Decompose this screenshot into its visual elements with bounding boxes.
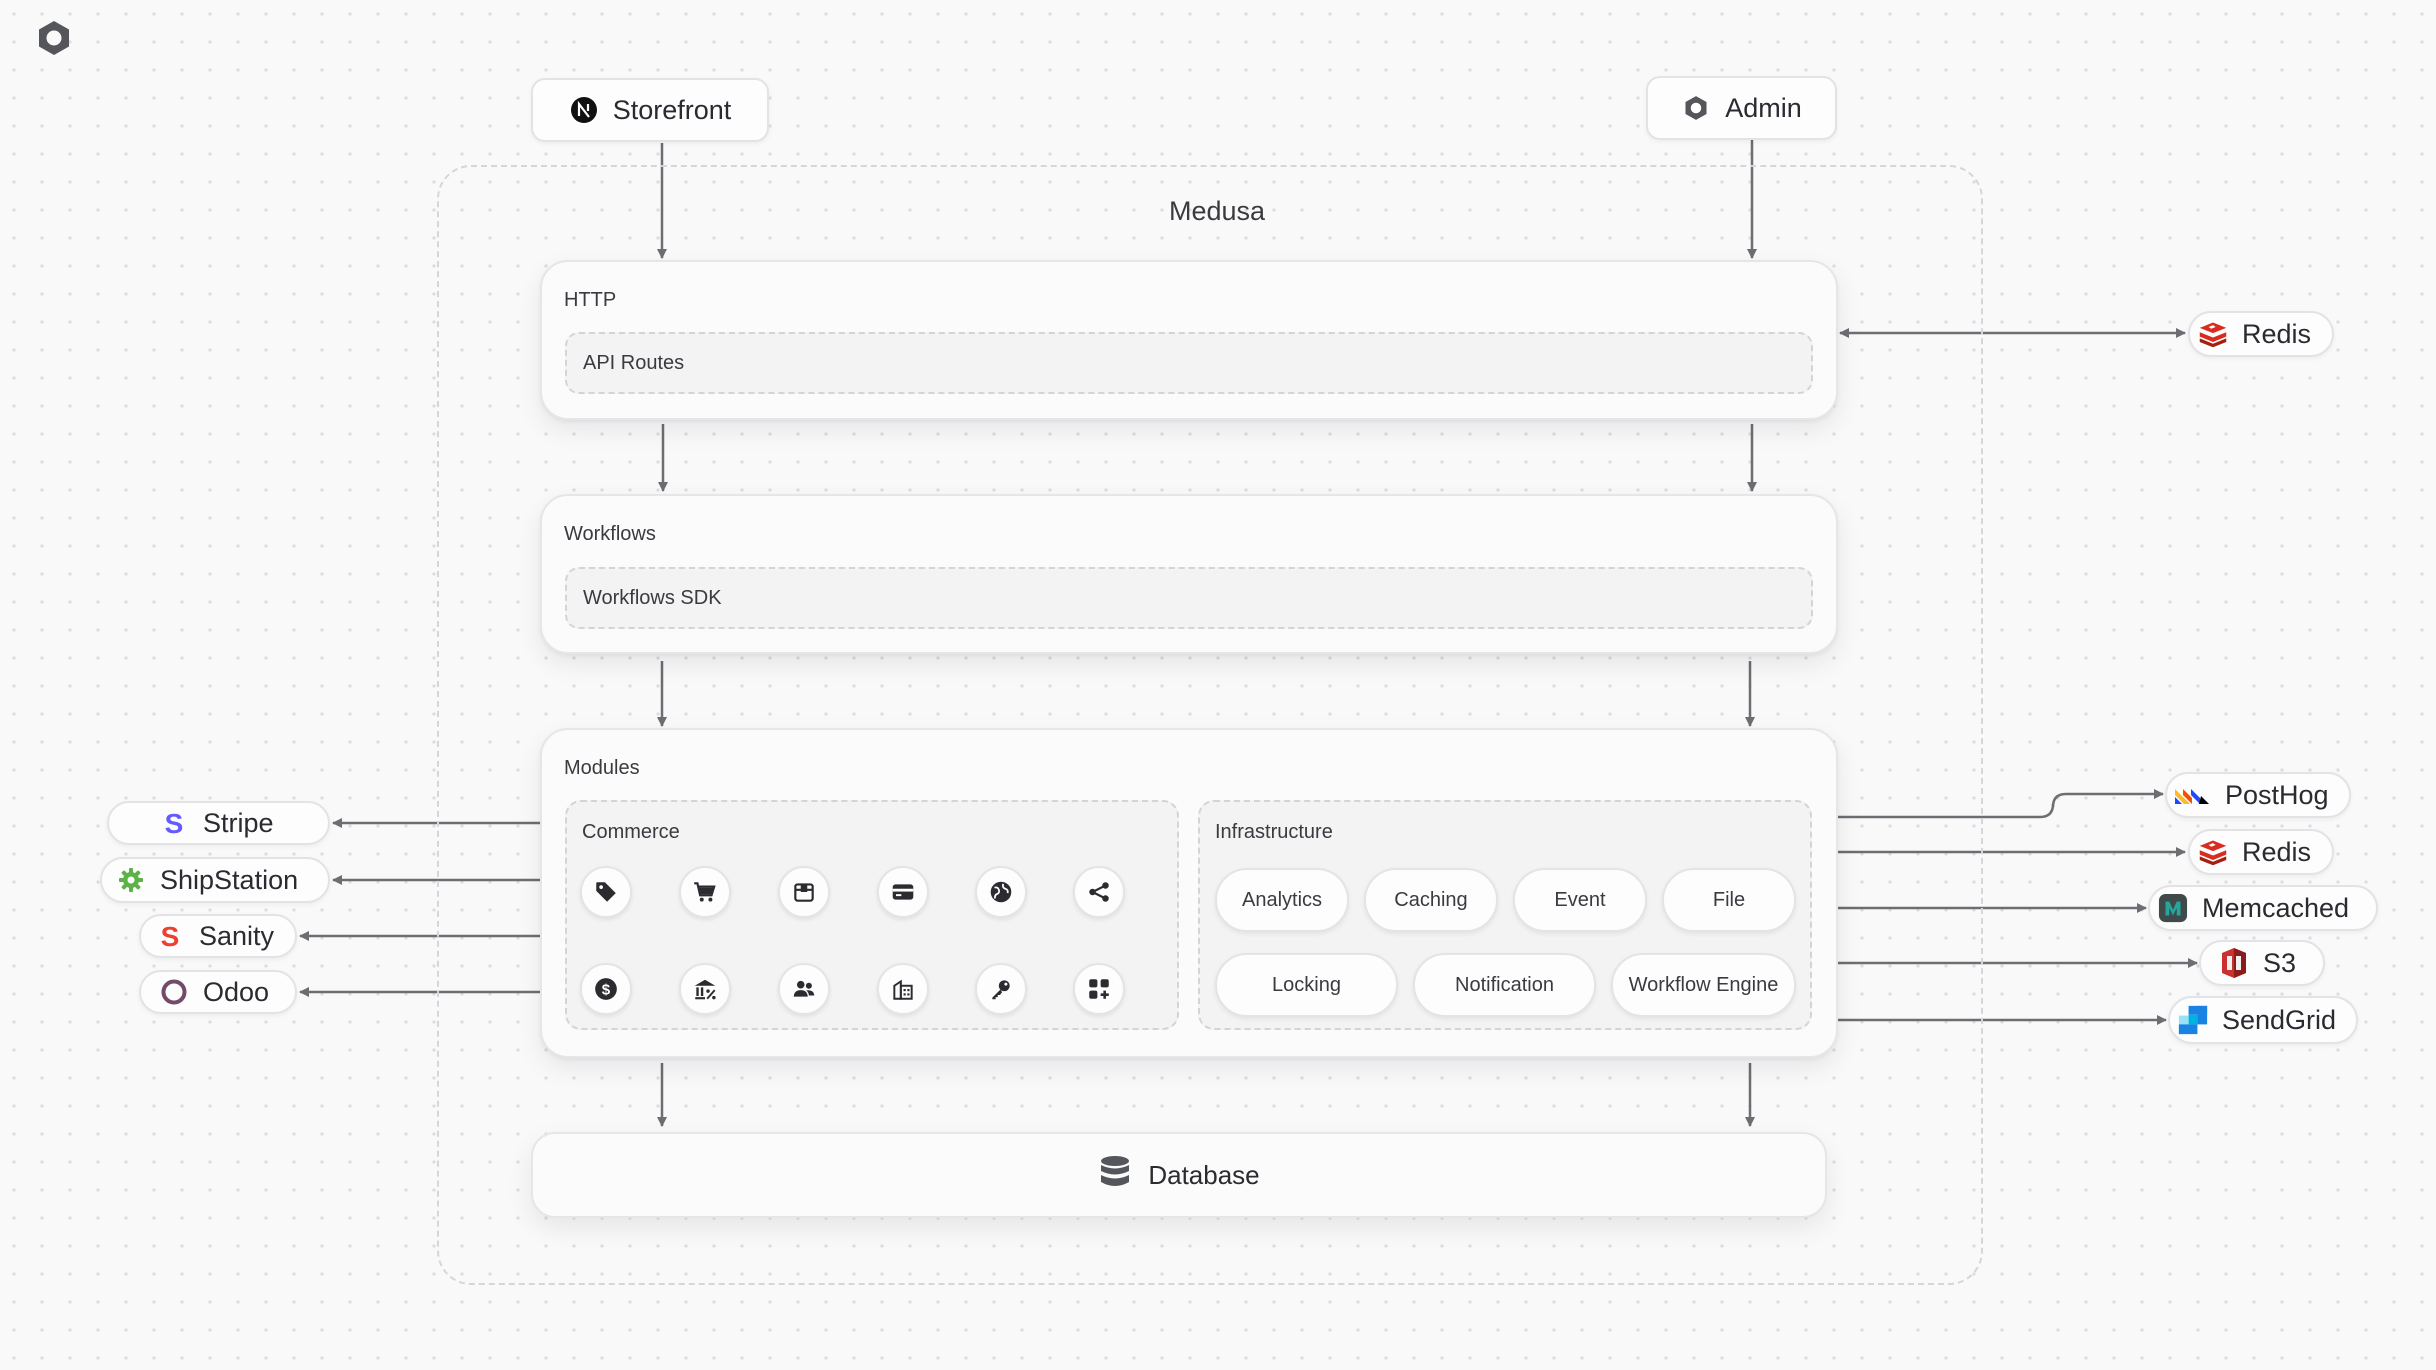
sendgrid-icon xyxy=(2178,1005,2208,1035)
http-layer-title: HTTP xyxy=(564,289,617,311)
infra-analytics-chip[interactable]: Analytics xyxy=(1215,868,1349,932)
commerce-group-title: Commerce xyxy=(582,821,680,843)
box-icon[interactable] xyxy=(778,866,830,918)
medusa-boundary xyxy=(437,165,1983,1285)
medusa-icon xyxy=(1681,93,1711,123)
cart-icon[interactable] xyxy=(679,866,731,918)
infra-caching-chip[interactable]: Caching xyxy=(1364,868,1498,932)
stripe-icon: S xyxy=(159,808,189,838)
credit-card-icon[interactable] xyxy=(877,866,929,918)
shipstation-icon xyxy=(116,865,146,895)
admin-client[interactable]: Admin xyxy=(1646,76,1837,140)
redis-http-integration[interactable]: Redis xyxy=(2188,311,2334,357)
s3-icon xyxy=(2219,948,2249,978)
workflows-layer-title: Workflows xyxy=(564,523,656,545)
odoo-icon xyxy=(159,977,189,1007)
sendgrid-label: SendGrid xyxy=(2222,1004,2337,1035)
modules-layer-title: Modules xyxy=(564,757,640,779)
storefront-client[interactable]: Storefront xyxy=(531,78,769,142)
sanity-label: Sanity xyxy=(199,920,275,951)
database-layer[interactable]: Database xyxy=(531,1132,1827,1218)
infra-file-chip[interactable]: File xyxy=(1662,868,1796,932)
sendgrid-integration[interactable]: SendGrid xyxy=(2168,996,2358,1044)
posthog-icon xyxy=(2173,780,2211,810)
shipstation-integration[interactable]: ShipStation xyxy=(100,857,330,903)
s3-label: S3 xyxy=(2263,947,2297,978)
database-label: Database xyxy=(1148,1159,1260,1190)
infra-locking-chip[interactable]: Locking xyxy=(1215,953,1398,1017)
dollar-coin-icon[interactable]: $ xyxy=(580,963,632,1015)
posthog-label: PostHog xyxy=(2225,779,2329,810)
odoo-integration[interactable]: Odoo xyxy=(139,970,297,1014)
s3-integration[interactable]: S3 xyxy=(2199,940,2325,986)
odoo-label: Odoo xyxy=(203,976,270,1007)
users-icon[interactable] xyxy=(778,963,830,1015)
memcached-integration[interactable]: Memcached xyxy=(2148,885,2378,931)
infra-notification-chip[interactable]: Notification xyxy=(1413,953,1596,1017)
stripe-integration[interactable]: S Stripe xyxy=(107,801,330,845)
redis-modules-integration[interactable]: Redis xyxy=(2188,829,2334,875)
memcached-label: Memcached xyxy=(2202,892,2350,923)
redis-icon xyxy=(2198,837,2228,867)
globe-icon[interactable] xyxy=(975,866,1027,918)
svg-text:$: $ xyxy=(602,981,611,998)
admin-label: Admin xyxy=(1725,92,1802,123)
infra-workflow-engine-chip[interactable]: Workflow Engine xyxy=(1611,953,1796,1017)
posthog-integration[interactable]: PostHog xyxy=(2165,772,2351,818)
stripe-label: Stripe xyxy=(203,807,274,838)
tag-icon[interactable] xyxy=(580,866,632,918)
api-routes[interactable]: API Routes xyxy=(565,332,1813,394)
key-icon[interactable] xyxy=(975,963,1027,1015)
infra-event-chip[interactable]: Event xyxy=(1513,868,1647,932)
medusa-title: Medusa xyxy=(1168,196,1266,226)
memcached-icon xyxy=(2158,893,2188,923)
squares-plus-icon[interactable] xyxy=(1073,963,1125,1015)
sanity-icon: S xyxy=(155,921,185,951)
building-icon[interactable] xyxy=(877,963,929,1015)
medusa-logo-icon[interactable] xyxy=(34,18,74,58)
redis-modules-label: Redis xyxy=(2242,836,2312,867)
storefront-label: Storefront xyxy=(612,94,732,125)
redis-icon xyxy=(2198,319,2228,349)
svg-text:S: S xyxy=(165,809,184,837)
redis-http-label: Redis xyxy=(2242,318,2312,349)
database-icon xyxy=(1098,1154,1132,1197)
workflows-sdk[interactable]: Workflows SDK xyxy=(565,567,1813,629)
bank-percent-icon[interactable] xyxy=(679,963,731,1015)
shipstation-label: ShipStation xyxy=(160,864,299,895)
infrastructure-group-title: Infrastructure xyxy=(1215,821,1333,843)
share-nodes-icon[interactable] xyxy=(1073,866,1125,918)
svg-text:S: S xyxy=(161,922,180,950)
sanity-integration[interactable]: S Sanity xyxy=(139,914,297,958)
nextjs-icon xyxy=(569,95,599,125)
